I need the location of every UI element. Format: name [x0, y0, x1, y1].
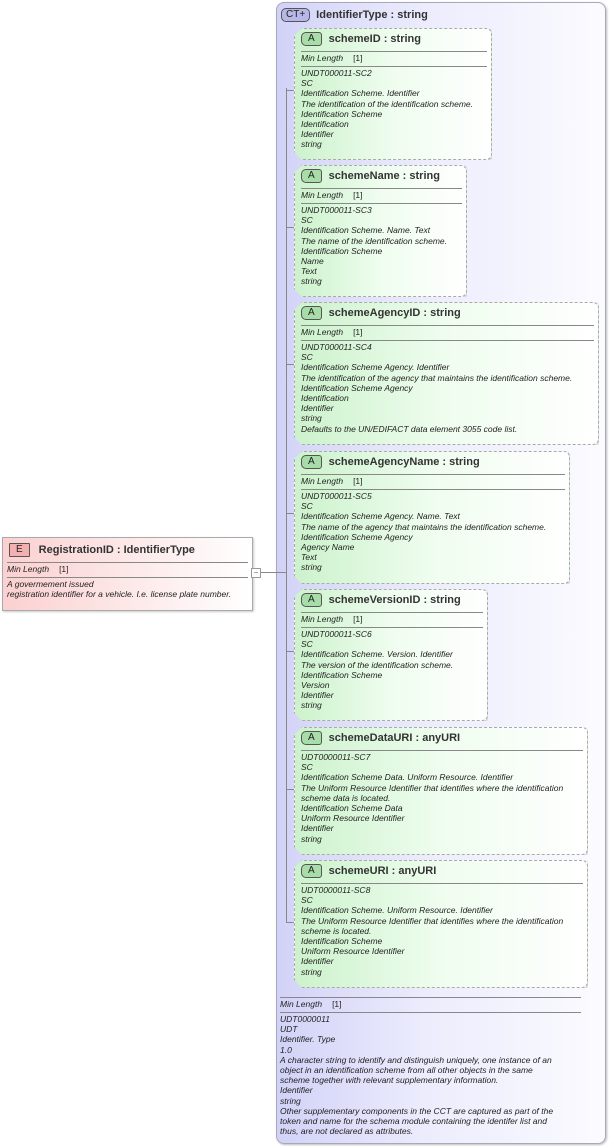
attribute-doc: UNDT000011-SC4 SC Identification Scheme … — [301, 342, 573, 434]
attribute-title: schemeAgencyID : string — [328, 307, 461, 319]
facet-min-length: Min Length [1] — [295, 52, 491, 64]
facet-value: [1] — [332, 999, 342, 1009]
attribute-doc: UDT0000011-SC7 SC Identification Scheme … — [301, 752, 564, 844]
attribute-badge: A — [301, 593, 322, 607]
facet-value: [1] — [353, 476, 363, 486]
connector-branch — [286, 364, 294, 365]
attribute-title: schemeAgencyName : string — [328, 456, 480, 468]
attribute-doc: UDT0000011-SC8 SC Identification Scheme.… — [301, 885, 564, 977]
attribute-title: schemeDataURI : anyURI — [328, 732, 461, 744]
complex-type-title: IdentifierType : string — [316, 9, 428, 21]
attribute-title: schemeName : string — [328, 170, 440, 182]
attribute-title: schemeVersionID : string — [328, 594, 461, 606]
connector-branch — [286, 651, 294, 652]
facet-label: Min Length — [301, 614, 344, 624]
connector-branch — [286, 90, 294, 91]
facet-min-length: Min Length [1] — [295, 326, 598, 338]
connector-element — [259, 572, 286, 573]
element-doc: A govermement issued registration identi… — [7, 579, 232, 600]
facet-min-length: Min Length [1] — [295, 475, 569, 487]
complex-type-doc: UDT0000011 UDT Identifier. Type 1.0 A ch… — [280, 1014, 554, 1137]
facet-min-length: Min Length [1] — [3, 563, 252, 575]
attribute-title: schemeID : string — [328, 33, 421, 45]
facet-value: [1] — [353, 53, 363, 63]
facet-label: Min Length — [301, 190, 344, 200]
facet-min-length: Min Length [1] — [295, 189, 466, 201]
attribute-badge: A — [301, 864, 322, 878]
facet-label: Min Length — [301, 53, 344, 63]
complex-type-details: Min Length [1] UDT0000011 UDT Identifier.… — [280, 995, 585, 1137]
attribute-badge: A — [301, 32, 322, 46]
facet-label: Min Length — [280, 999, 323, 1009]
attribute-badge: A — [301, 731, 322, 745]
connector-vertical — [286, 88, 287, 923]
attribute-doc: UNDT000011-SC5 SC Identification Scheme … — [301, 491, 547, 573]
attribute-title: schemeURI : anyURI — [328, 865, 437, 877]
collapse-toggle-icon[interactable]: − — [251, 568, 261, 578]
connector-branch — [286, 789, 294, 790]
facet-min-length: Min Length [1] — [280, 998, 585, 1010]
facet-label: Min Length — [301, 476, 344, 486]
facet-min-length: Min Length [1] — [295, 613, 487, 625]
facet-value: [1] — [353, 327, 363, 337]
attribute-badge: A — [301, 455, 322, 469]
attribute-badge: A — [301, 306, 322, 320]
complex-type-badge: CT+ — [281, 8, 311, 22]
facet-label: Min Length — [301, 327, 344, 337]
connector-branch — [286, 513, 294, 514]
connector-branch — [286, 922, 294, 923]
attribute-doc: UNDT000011-SC2 SC Identification Scheme.… — [301, 68, 473, 150]
element-title: RegistrationID : IdentifierType — [38, 544, 195, 556]
facet-value: [1] — [59, 564, 69, 574]
element-box[interactable]: E RegistrationID : IdentifierType Min Le… — [2, 537, 253, 611]
facet-value: [1] — [353, 614, 363, 624]
attribute-doc: UNDT000011-SC6 SC Identification Scheme.… — [301, 629, 454, 711]
facet-label: Min Length — [7, 564, 50, 574]
facet-value: [1] — [353, 190, 363, 200]
element-badge: E — [9, 543, 30, 557]
connector-branch — [286, 227, 294, 228]
attribute-badge: A — [301, 169, 322, 183]
attribute-doc: UNDT000011-SC3 SC Identification Scheme.… — [301, 205, 447, 287]
